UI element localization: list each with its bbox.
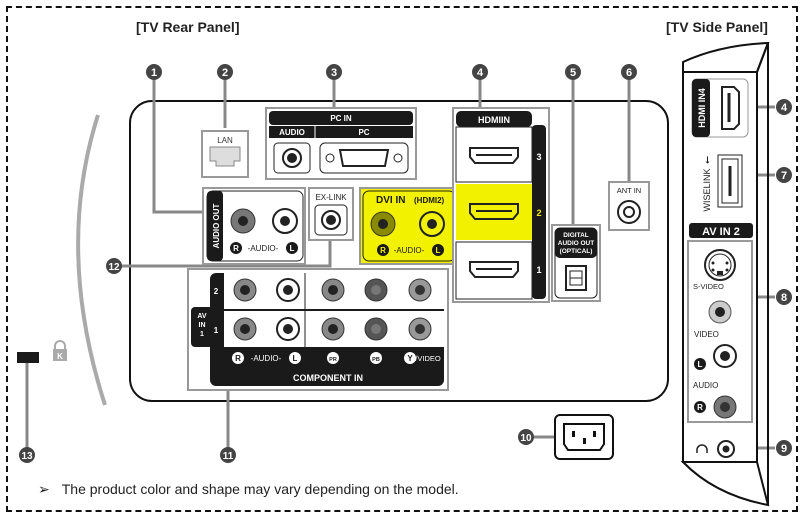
note-arrow-icon: ➢ [38, 481, 50, 497]
hdmi-3-label: 3 [536, 152, 541, 162]
hdmi-in4-label: HDMI IN4 [697, 88, 707, 128]
callout-5 [565, 64, 581, 80]
callout-11 [220, 447, 236, 463]
callout-10 [518, 429, 534, 445]
ant-in-group: ANT IN [608, 181, 650, 231]
side-audio-r-badge: R [697, 403, 703, 412]
av-in-label-3: 1 [200, 331, 204, 338]
av-in-label-1: AV [197, 313, 207, 320]
s-video-label: S-VIDEO [693, 282, 724, 291]
dvi-audio-label: -AUDIO- [394, 246, 425, 255]
av-row-1-label: 1 [214, 326, 219, 335]
callout-5-label: 5 [570, 67, 576, 79]
callout-13-label: 13 [21, 451, 33, 462]
ant-in-label: ANT IN [617, 186, 641, 195]
callout-13 [19, 447, 35, 463]
lan-port: LAN [201, 130, 249, 178]
side-panel: HDMI IN4 WISELINK ⭠ AV IN 2 S-VIDEO VIDE… [680, 41, 770, 507]
tv-edge-curve [76, 114, 107, 406]
hdmi-in-group: HDMIIN 3 2 1 [452, 107, 550, 303]
callout-3-label: 3 [331, 67, 337, 79]
callout-3 [326, 64, 342, 80]
pc-in-group: PC IN AUDIO PC [265, 107, 417, 180]
wiselink-label: WISELINK [702, 168, 712, 211]
pc-audio-label: AUDIO [279, 128, 305, 137]
headphone-icon [696, 444, 708, 453]
callout-4-label: 4 [477, 67, 484, 79]
power-socket [554, 414, 614, 460]
callout-11-label: 11 [223, 451, 234, 462]
pc-label: PC [358, 128, 369, 137]
svg-text:R: R [235, 354, 241, 363]
audio-out-audio-label: -AUDIO- [248, 244, 279, 253]
ex-link-group: EX-LINK [308, 187, 354, 241]
y-label: Y [407, 354, 413, 363]
callout-4-side [776, 99, 792, 115]
callout-12 [106, 258, 122, 274]
callout-4-side-label: 4 [781, 102, 788, 114]
vga-port [338, 149, 390, 167]
usb-icon: ⭠ [702, 156, 713, 164]
video-label: /VIDEO [415, 354, 441, 363]
side-video-label: VIDEO [694, 330, 719, 339]
svg-text:R: R [380, 246, 386, 255]
audio-out-group: AUDIO OUT R -AUDIO- L [202, 187, 306, 265]
callout-1 [146, 64, 162, 80]
pc-in-title: PC IN [330, 114, 352, 123]
side-audio-label: AUDIO [693, 381, 718, 390]
pb-label: PB [372, 357, 380, 363]
svg-text:L: L [290, 244, 295, 253]
callouts: 1 2 3 4 5 6 4 7 8 9 10 11 12 13 [19, 64, 792, 463]
footer-note: ➢ The product color and shape may vary de… [38, 481, 459, 498]
optical-label-3: (OPTICAL) [560, 248, 593, 255]
callout-9-label: 9 [781, 443, 787, 455]
svg-text:R: R [233, 244, 239, 253]
digital-audio-out-group: DIGITAL AUDIO OUT (OPTICAL) [551, 224, 601, 302]
optical-label-1: DIGITAL [563, 232, 589, 239]
av-row-2-label: 2 [214, 287, 219, 296]
component-in-label: COMPONENT IN [293, 373, 363, 383]
callout-1-label: 1 [151, 67, 157, 79]
pr-label: PR [329, 357, 337, 363]
av-in2-label: AV IN 2 [702, 226, 740, 238]
callout-2 [217, 64, 233, 80]
rear-panel-title: [TV Rear Panel] [136, 19, 240, 35]
callout-6-label: 6 [626, 67, 632, 79]
callout-12-label: 12 [108, 262, 120, 273]
dvi-in-subtitle: (HDMI2) [414, 196, 445, 205]
dvi-in-group: DVI IN (HDMI2) R -AUDIO- L [359, 187, 457, 265]
callout-7-label: 7 [781, 170, 787, 182]
hdmi-in-title: HDMIIN [478, 115, 510, 125]
callout-2-label: 2 [222, 67, 228, 79]
diagram-frame [6, 6, 798, 512]
callout-7 [776, 167, 792, 183]
kensington-slot [17, 352, 39, 363]
lock-icon: K [53, 340, 67, 361]
side-panel-title: [TV Side Panel] [666, 19, 768, 35]
callout-8-label: 8 [781, 292, 787, 304]
callout-10-label: 10 [520, 433, 532, 444]
note-text: The product color and shape may vary dep… [61, 481, 459, 497]
av-component-in-group: AV IN 1 2 1 R -AUDIO- L PR PB Y /VIDEO [187, 268, 449, 391]
side-audio-l-badge: L [698, 360, 703, 369]
hdmi-2-label: 2 [536, 208, 541, 218]
audio-out-label: AUDIO OUT [212, 203, 221, 248]
optical-label-2: AUDIO OUT [558, 240, 595, 247]
hdmi-1-label: 1 [536, 265, 541, 275]
callout-4 [472, 64, 488, 80]
callout-8 [776, 289, 792, 305]
av-in-label-2: IN [199, 322, 206, 329]
svg-text:L: L [293, 354, 298, 363]
ex-link-label: EX-LINK [315, 193, 347, 202]
callout-6 [621, 64, 637, 80]
svg-text:L: L [436, 246, 441, 255]
av-audio-label: -AUDIO- [251, 354, 282, 363]
callout-9 [776, 440, 792, 456]
dvi-in-title: DVI IN [376, 195, 405, 206]
svg-text:K: K [57, 352, 63, 361]
lan-label: LAN [217, 136, 233, 145]
